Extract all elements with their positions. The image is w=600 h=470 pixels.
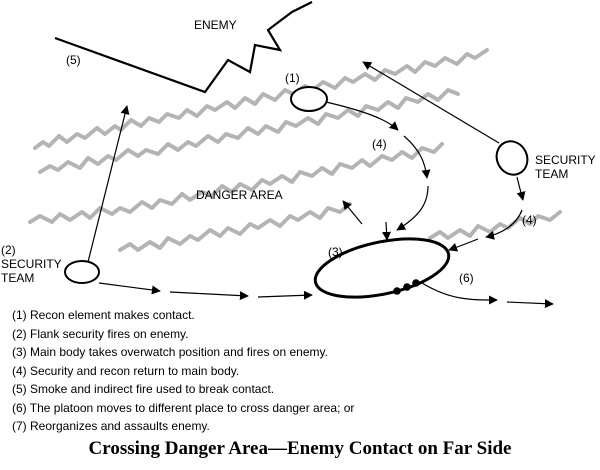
- legend-item-4: (4) Security and recon return to main bo…: [12, 363, 240, 378]
- step-4-label-right: (4): [522, 213, 537, 227]
- legend-item-7: (7) Reorganizes and assaults enemy.: [12, 419, 210, 433]
- arrow-recon-return: [325, 101, 399, 131]
- arrow-left-return-2: [169, 291, 249, 301]
- terrain-line-upper-b: [38, 88, 460, 174]
- step-3-label: (3): [328, 245, 343, 259]
- step-4-label-center: (4): [372, 137, 387, 151]
- terrain-line-lower: [28, 142, 444, 224]
- arrow-recon-return-3: [396, 185, 429, 231]
- enemy-label: ENEMY: [194, 18, 237, 32]
- arrow-left-return-1: [98, 282, 161, 295]
- arrow-right-security-return-3: [448, 238, 479, 252]
- arrow-overwatch-fire: [342, 200, 363, 225]
- terrain-line-lower-b: [118, 202, 352, 252]
- enemy-line: [54, 1, 313, 94]
- security-team-left-label-2: SECURITY: [1, 257, 62, 271]
- arrow-flank-fire: [87, 105, 130, 263]
- security-team-right-label-1: SECURITY: [535, 153, 596, 167]
- arrow-recon-return-2: [403, 135, 431, 179]
- legend-list: (1) Recon element makes contact. (2) Fla…: [12, 306, 354, 436]
- platoon-dots: [393, 279, 420, 295]
- arrow-right-security-return: [516, 176, 526, 201]
- danger-area-label: DANGER AREA: [196, 188, 283, 202]
- security-team-left-label-1: (2): [1, 243, 16, 257]
- arrow-right-security-fire: [362, 61, 500, 144]
- legend-item-6: (6) The platoon moves to different place…: [12, 400, 355, 415]
- terrain-line-right-lower: [428, 210, 562, 240]
- main-body: [313, 237, 451, 299]
- legend-item-5: (5) Smoke and indirect fire used to brea…: [12, 382, 275, 396]
- arrow-right-security-return-2: [485, 209, 523, 240]
- arrow-platoon-move: [421, 282, 498, 305]
- arrow-overwatch-tick: [382, 221, 392, 241]
- step-5-label: (5): [66, 53, 81, 67]
- step-1-label: (1): [285, 71, 300, 85]
- arrow-left-return-3: [257, 290, 313, 300]
- security-team-right-label-2: TEAM: [535, 167, 569, 181]
- diagram-caption: Crossing Danger Area—Enemy Contact on Fa…: [88, 438, 512, 459]
- step-6-label: (6): [459, 271, 474, 285]
- legend-item-1: (1) Recon element makes contact.: [12, 308, 195, 322]
- legend-item-3: (3) Main body takes overwatch position a…: [12, 345, 328, 359]
- terrain-line-upper: [33, 48, 489, 150]
- recon-element: [290, 86, 328, 112]
- security-team-left: [64, 260, 100, 284]
- security-team-right: [495, 140, 529, 176]
- security-team-left-label-3: TEAM: [1, 271, 35, 285]
- legend-item-2: (2) Flank security fires on enemy.: [12, 326, 189, 341]
- arrow-platoon-move-2: [506, 299, 554, 309]
